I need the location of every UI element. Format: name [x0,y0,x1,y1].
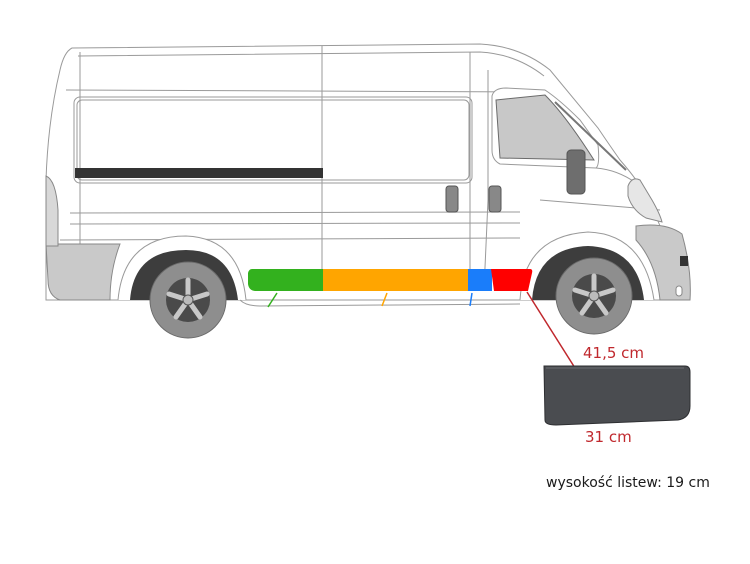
rear-light [45,175,59,247]
trim-part-render [543,365,691,426]
trim-segment-green [248,269,323,291]
rear-bumper [45,243,121,301]
front-fog-light [675,285,683,297]
trim-segment-orange [323,269,468,291]
blue-tick [469,292,473,307]
rear-wheel [149,261,227,339]
trim-segment-red [491,269,533,291]
headlight [627,178,663,223]
part-bottom-width-label: 31 cm [585,428,632,446]
door-mirror [566,149,586,195]
front-door-handle [488,185,502,213]
trim-height-note: wysokość listew: 19 cm [546,475,710,491]
sliding-door-handle [445,185,459,213]
trim-segments [248,269,533,291]
front-bumper [635,224,691,301]
front-indicator [680,256,688,266]
leader-line [526,291,576,369]
green-tick [267,292,278,308]
front-wheel [555,257,633,335]
side-stripe [75,168,323,178]
trim-segment-blue [468,269,492,291]
orange-tick [381,292,388,307]
part-top-width-label: 41,5 cm [583,344,645,362]
